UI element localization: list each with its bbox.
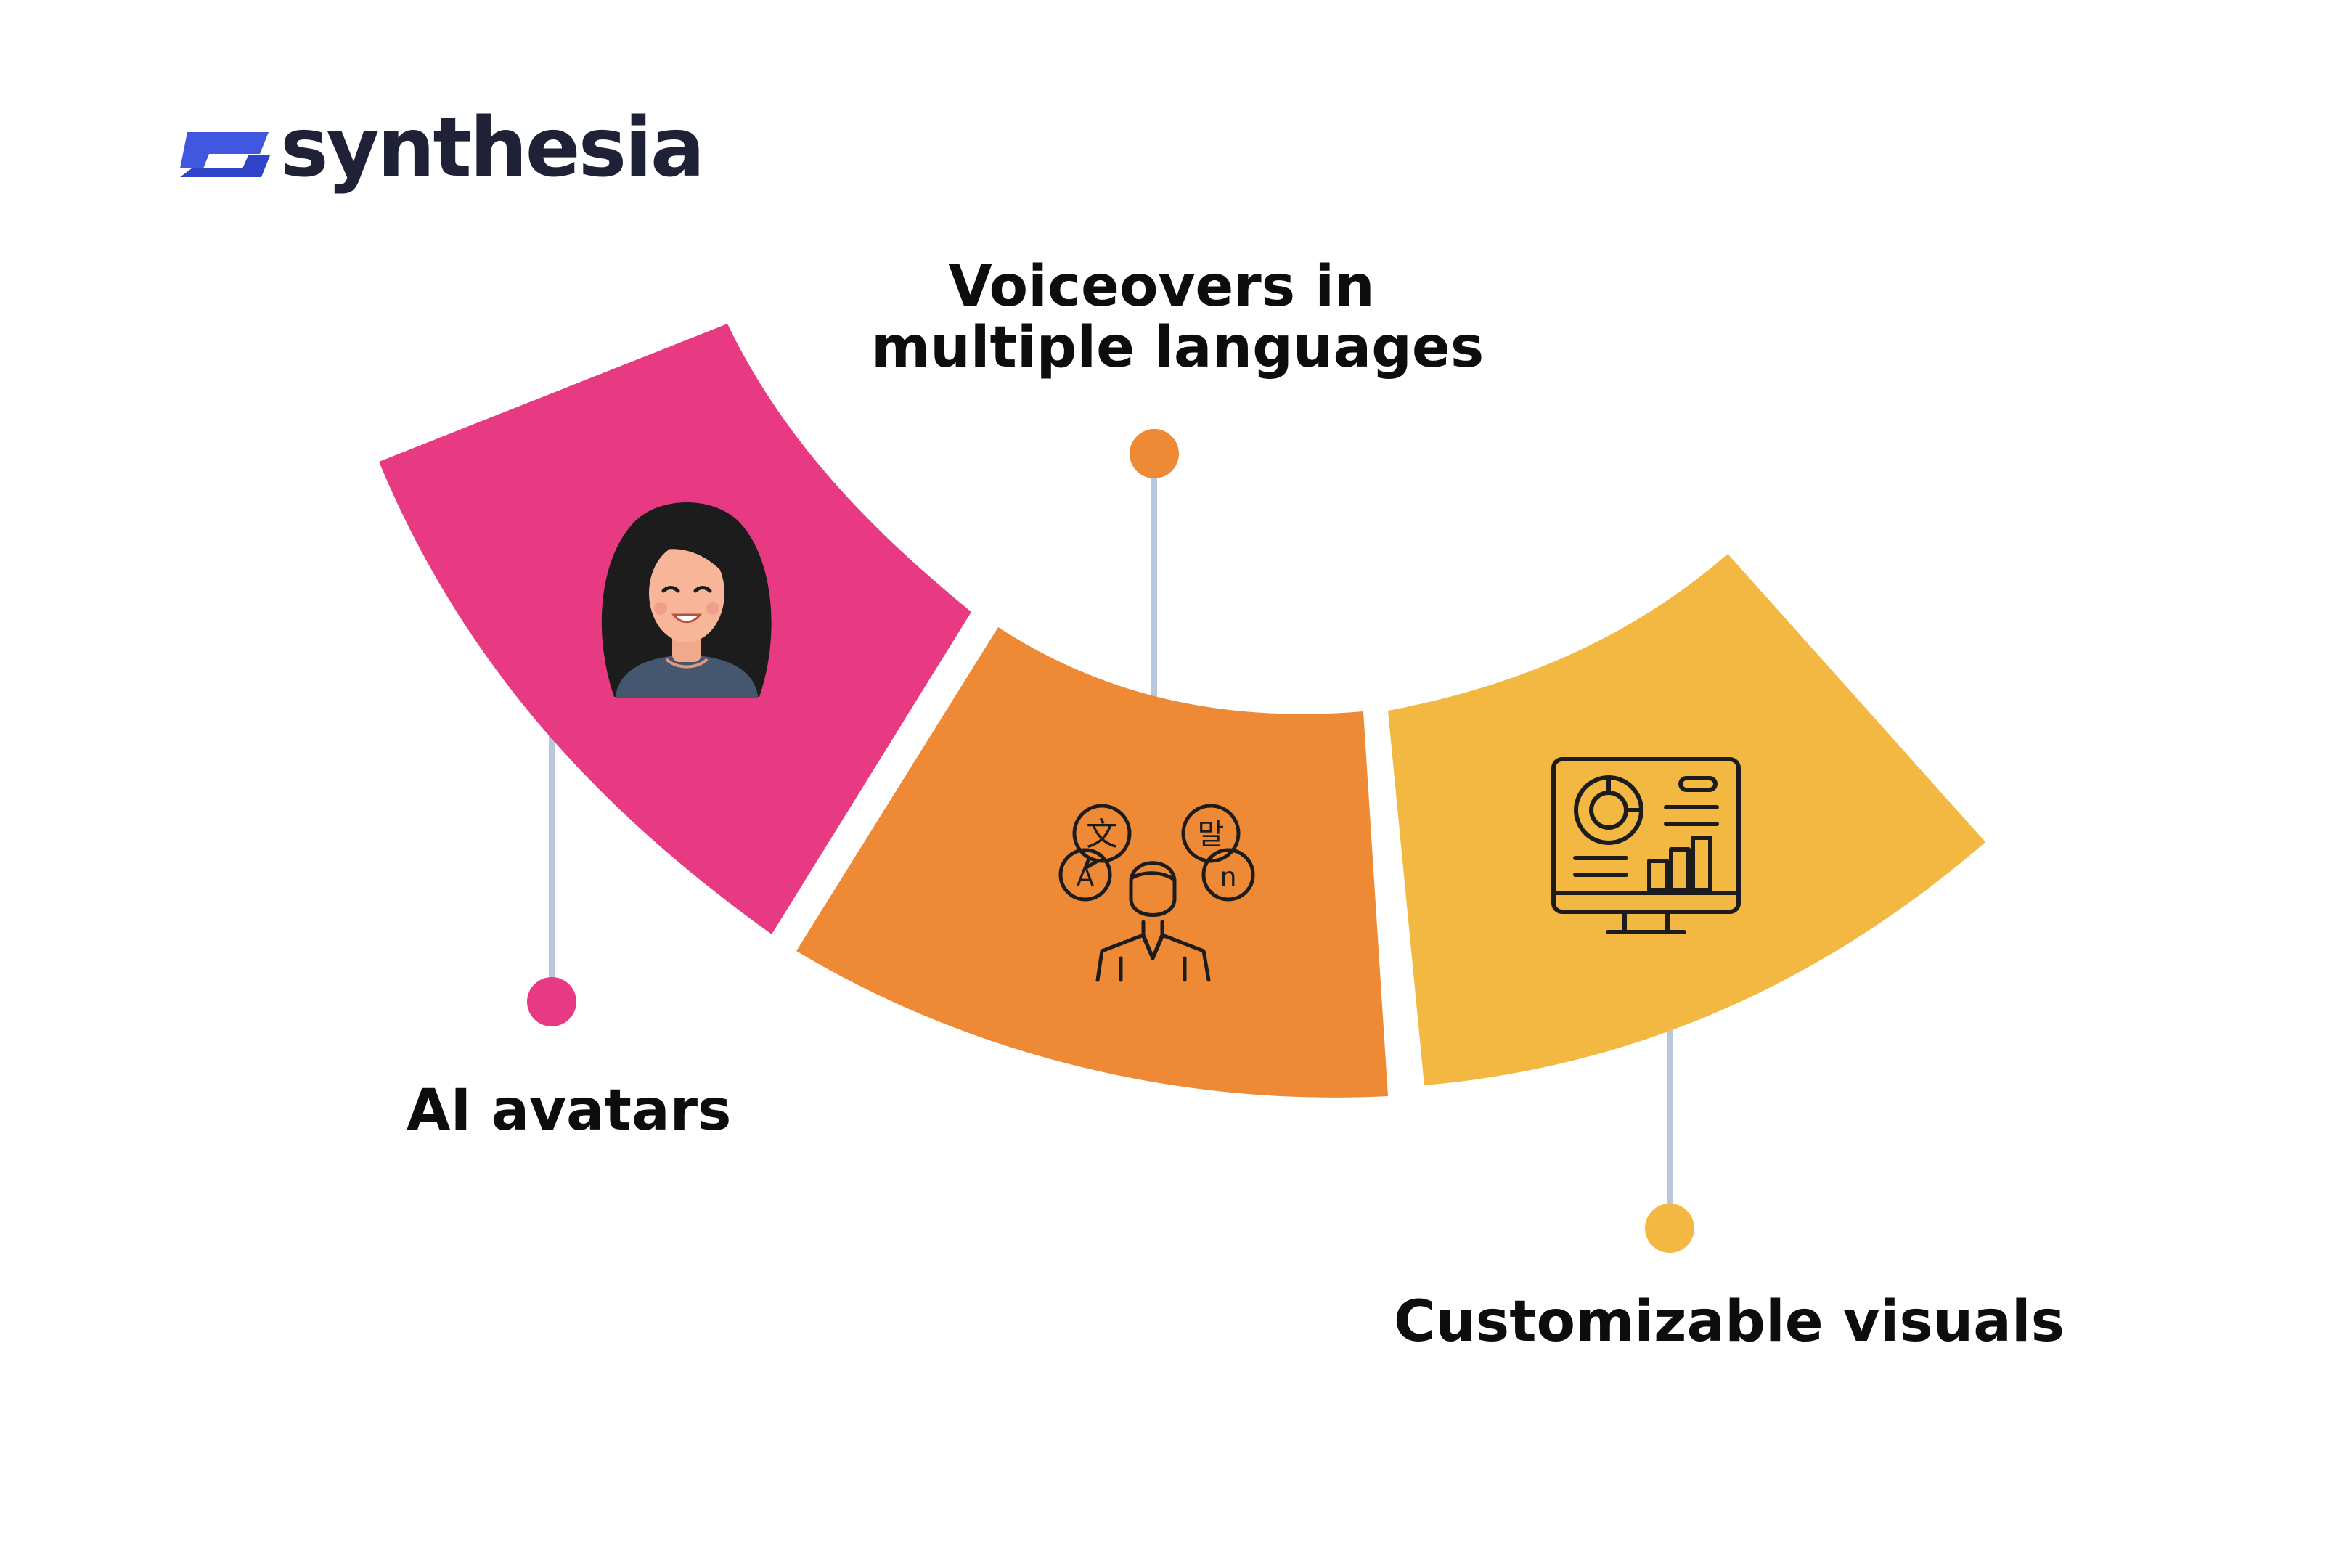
feature-label-voiceovers: Voiceovers in multiple languages (871, 254, 1485, 380)
feature-label-ai-avatars: AI avatars (407, 1078, 732, 1143)
woman-avatar-icon (601, 502, 772, 698)
svg-text:n: n (1220, 862, 1237, 892)
translator-person-icon: 文 A 말 n (1058, 804, 1255, 982)
dashboard-monitor-icon (1551, 757, 1741, 934)
svg-text:A: A (1077, 862, 1095, 892)
connector-dot-avatars (527, 977, 576, 1026)
svg-text:文: 文 (1086, 816, 1118, 853)
segment-customizable-visuals (1388, 554, 1985, 1085)
synthesia-logo-icon (180, 132, 270, 177)
feature-label-voiceovers-line-2: multiple languages (871, 315, 1485, 380)
connector-dot-voice (1130, 429, 1179, 478)
feature-label-customizable-visuals: Customizable visuals (1394, 1289, 2065, 1355)
svg-text:말: 말 (1198, 818, 1225, 852)
connector-dot-visuals (1645, 1204, 1694, 1253)
feature-label-voiceovers-line-1: Voiceovers in (948, 254, 1375, 319)
brand-wordmark: synthesia (280, 101, 705, 195)
